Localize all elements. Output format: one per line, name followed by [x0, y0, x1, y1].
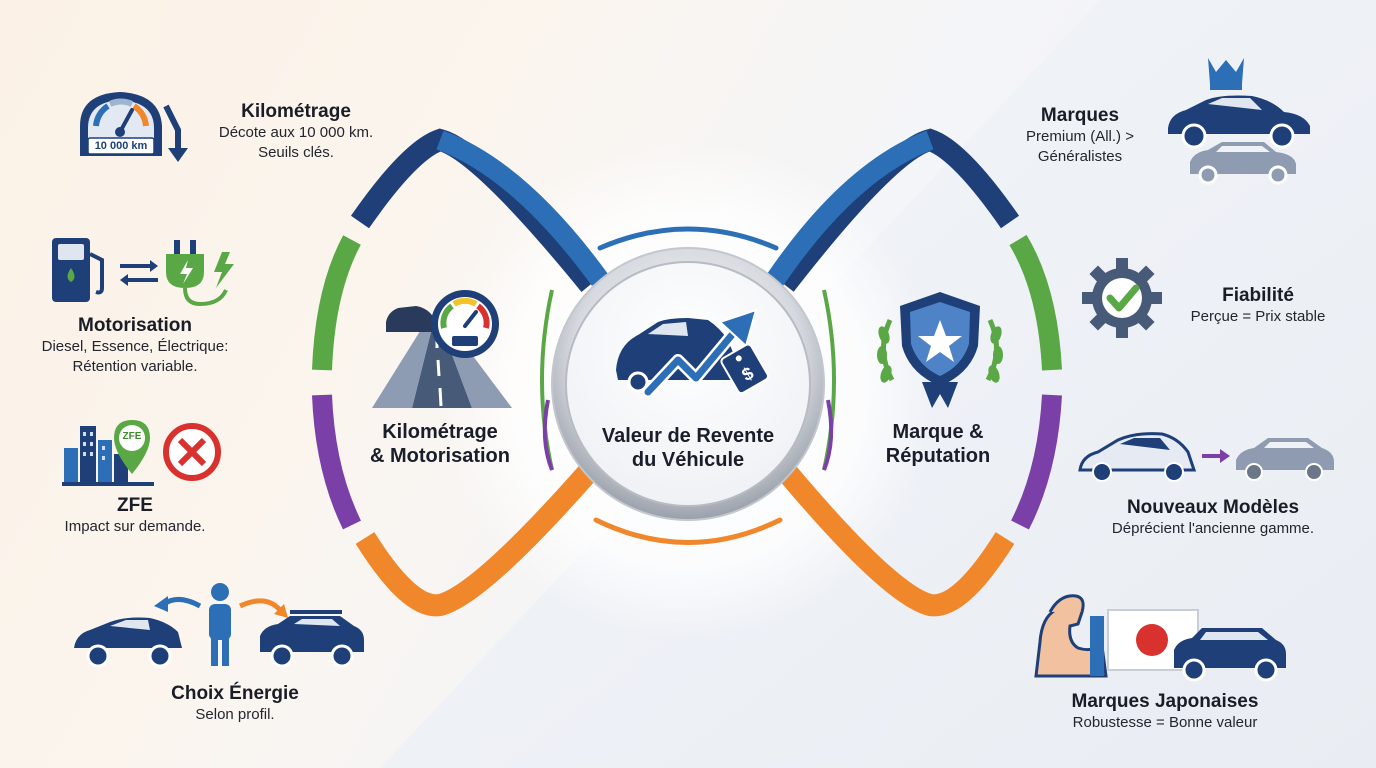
factor-zfe-title: ZFE — [117, 495, 153, 516]
left-hub-line1: Kilométrage — [382, 421, 498, 443]
factor-motorisation-desc1: Diesel, Essence, Électrique: — [41, 338, 229, 355]
zfe-badge: ZFE — [122, 431, 142, 442]
premium-cars-icon — [1168, 58, 1310, 185]
factor-zfe: ZFE Impact sur demande. — [30, 494, 240, 537]
factor-kilometrage-desc1: Décote aux 10 000 km. — [218, 124, 374, 141]
center-label: Valeur de Revente du Véhicule — [568, 424, 808, 472]
left-hub-label: Kilométrage & Motorisation — [350, 420, 530, 468]
factor-zfe-desc1: Impact sur demande. — [64, 518, 206, 535]
factor-choix-desc1: Selon profil. — [195, 706, 275, 723]
factor-choix-title: Choix Énergie — [171, 683, 299, 704]
center-line2: du Véhicule — [631, 449, 745, 471]
new-old-cars-icon — [1078, 432, 1334, 482]
city-zfe-icon — [62, 420, 221, 486]
factor-motorisation: Motorisation Diesel, Essence, Électrique… — [10, 314, 260, 377]
factor-fiabilite-title: Fiabilité — [1222, 285, 1294, 306]
factor-japonaises-desc1: Robustesse = Bonne valeur — [1072, 714, 1258, 731]
right-hub-line2: Réputation — [885, 445, 991, 467]
factor-japonaises-title: Marques Japonaises — [1071, 691, 1259, 712]
factor-nouveaux-desc1: Déprécient l'ancienne gamme. — [1111, 520, 1315, 537]
center-line1: Valeur de Revente — [601, 425, 775, 447]
factor-nouveaux-title: Nouveaux Modèles — [1126, 497, 1300, 518]
odometer-reading: 10 000 km — [94, 140, 148, 152]
gear-check-icon — [1082, 258, 1162, 338]
factor-motorisation-title: Motorisation — [78, 315, 192, 336]
factor-motorisation-desc2: Rétention variable. — [72, 358, 198, 375]
odometer-icon — [80, 92, 188, 162]
factor-choix: Choix Énergie Selon profil. — [110, 682, 360, 725]
road-speedometer-icon — [372, 290, 512, 408]
factor-marques-title: Marques — [1040, 105, 1120, 126]
fuel-electric-icon — [52, 238, 234, 307]
factor-japonaises: Marques Japonaises Robustesse = Bonne va… — [1040, 690, 1290, 733]
person-cars-icon — [74, 583, 364, 668]
car-growth-icon: $ — [616, 308, 769, 398]
factor-nouveaux: Nouveaux Modèles Déprécient l'ancienne g… — [1078, 496, 1348, 539]
right-hub-line1: Marque & — [892, 421, 984, 443]
shield-star-icon — [877, 292, 1003, 408]
japan-strength-icon — [1034, 594, 1286, 682]
left-hub-line2: & Motorisation — [370, 445, 510, 467]
factor-kilometrage: Kilométrage Décote aux 10 000 km. Seuils… — [196, 100, 396, 163]
factor-marques-desc1: Premium (All.) > — [1026, 128, 1134, 145]
factor-fiabilite: Fiabilité Perçue = Prix stable — [1166, 284, 1350, 327]
factor-kilometrage-desc2: Seuils clés. — [258, 144, 334, 161]
factor-marques-desc2: Généralistes — [1037, 148, 1123, 165]
right-hub-label: Marque & Réputation — [848, 420, 1028, 468]
factor-marques: Marques Premium (All.) > Généralistes — [990, 104, 1170, 167]
factor-fiabilite-desc1: Perçue = Prix stable — [1190, 308, 1326, 325]
factor-kilometrage-title: Kilométrage — [241, 101, 351, 122]
